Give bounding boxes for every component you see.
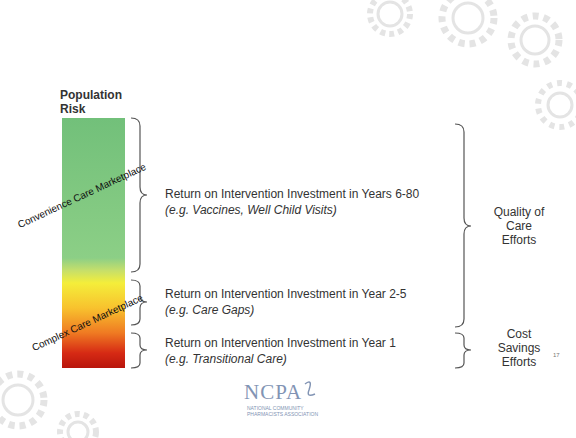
logo-text: NCPA (244, 380, 302, 405)
bar-heading: Population Risk (60, 88, 132, 116)
curly-bracket (131, 118, 471, 368)
logo-subtext: NATIONAL COMMUNITY PHARMACISTS ASSOCIATI… (247, 405, 327, 417)
risk-bar-group: Population RiskConvenience Care Marketpl… (60, 88, 132, 370)
example-text: (e.g. Care Gaps) (165, 303, 254, 317)
effort-label: Quality of Care Efforts (488, 205, 550, 247)
return-text: Return on Intervention Investment in Yea… (165, 187, 419, 201)
page-number: 17 (553, 352, 560, 358)
example-text: (e.g. Transitional Care) (165, 352, 287, 366)
logo-swirl (305, 382, 315, 395)
return-text: Return on Intervention Investment in Yea… (165, 336, 396, 350)
example-text: (e.g. Vaccines, Well Child Visits) (165, 203, 337, 217)
return-text: Return on Intervention Investment in Yea… (165, 287, 406, 301)
effort-label: Cost Savings Efforts (488, 327, 550, 369)
